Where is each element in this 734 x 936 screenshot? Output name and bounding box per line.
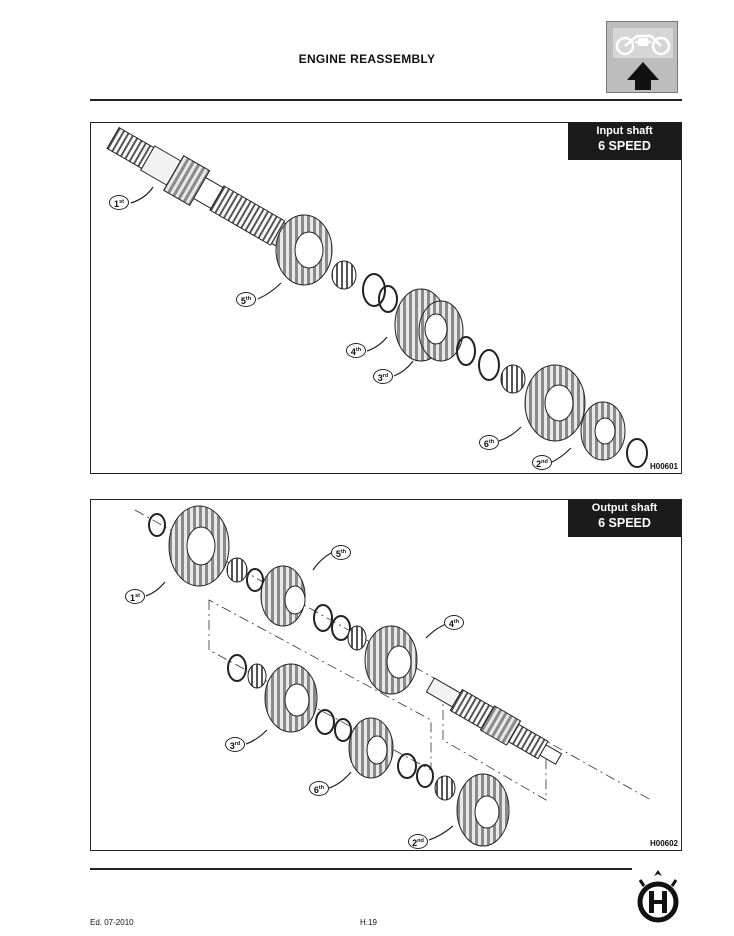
panel-label-input-shaft: Input shaft 6 SPEED [568, 123, 681, 160]
circlip [397, 753, 417, 779]
edition-label: Ed. 07-2010 [90, 918, 134, 927]
callout-3rd-gear: 3rd [225, 737, 245, 752]
input-shaft-exploded-view [106, 126, 648, 468]
husqvarna-logo-icon [636, 868, 680, 928]
motorcycle-engine-icon [606, 21, 678, 93]
washer [331, 615, 351, 641]
second-gear [580, 401, 626, 461]
third-gear [264, 663, 318, 733]
callout-2nd-gear: 2nd [408, 834, 428, 849]
second-gear [456, 773, 510, 847]
sixth-gear [348, 717, 394, 779]
figure-code: H00602 [649, 839, 678, 848]
figure-code: H00601 [649, 462, 678, 471]
fourth-gear [364, 625, 418, 695]
circlip [478, 349, 500, 381]
input-shaft-diagram: 1st 5th 4th 3rd 6th 2nd Input shaft 6 SP… [90, 122, 682, 474]
callout-4th-gear: 4th [346, 343, 366, 358]
needle-bearing [347, 625, 367, 651]
circlip [378, 285, 398, 313]
output-shaft-exploded-view [134, 505, 652, 847]
callout-6th-gear: 6th [309, 781, 329, 796]
input-shaft [106, 126, 306, 257]
circlip [148, 513, 166, 537]
circlip [227, 654, 247, 682]
washer [315, 709, 335, 735]
callout-leaders [130, 186, 572, 464]
callout-1st-gear: 1st [125, 589, 145, 604]
washer [456, 336, 476, 366]
output-shaft [425, 677, 563, 765]
header-divider [90, 99, 682, 101]
fourth-third-gear [394, 288, 464, 362]
sixth-gear [524, 364, 586, 442]
circlip [626, 438, 648, 468]
washer [246, 568, 264, 592]
page-number: H.19 [360, 918, 377, 927]
circlip [334, 718, 352, 742]
fifth-gear [275, 214, 333, 286]
callout-1st-gear: 1st [109, 195, 129, 210]
washer [416, 764, 434, 788]
footer-divider [90, 868, 632, 870]
callout-3rd-gear: 3rd [373, 369, 393, 384]
circlip [313, 604, 333, 632]
bushing [226, 557, 248, 583]
panel-label-output-shaft: Output shaft 6 SPEED [568, 500, 681, 537]
callout-6th-gear: 6th [479, 435, 499, 450]
page-title: ENGINE REASSEMBLY [298, 52, 436, 66]
needle-bearing [331, 260, 357, 290]
bushing [434, 775, 456, 801]
washer [362, 273, 386, 307]
output-shaft-diagram: 1st 5th 4th 3rd 6th 2nd Output shaft 6 S… [90, 499, 682, 851]
needle-bearing [500, 364, 526, 394]
fifth-gear [260, 565, 306, 627]
first-gear [168, 505, 230, 587]
callout-4th-gear: 4th [444, 615, 464, 630]
needle-bearing [247, 663, 267, 689]
callout-5th-gear: 5th [331, 545, 351, 560]
callout-5th-gear: 5th [236, 292, 256, 307]
callout-2nd-gear: 2nd [532, 455, 552, 470]
